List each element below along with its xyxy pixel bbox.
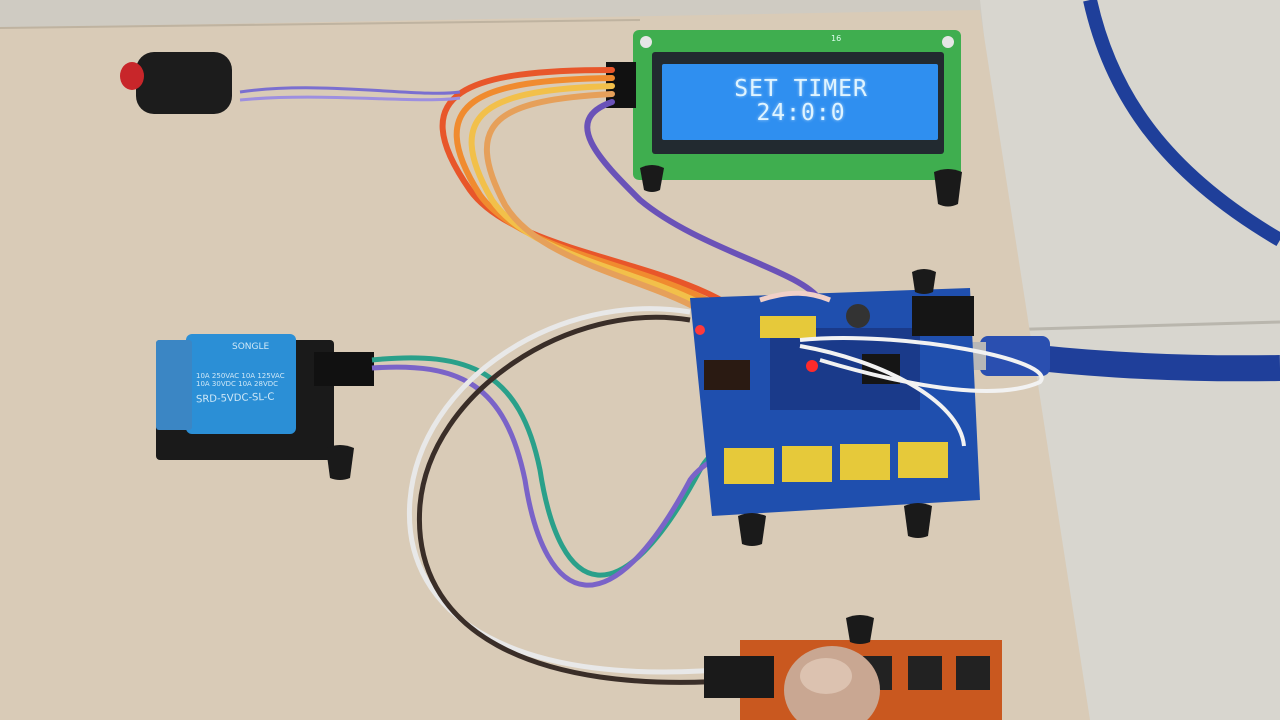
shield-standoff: [912, 269, 936, 294]
white-wire: [406, 306, 741, 675]
white-wire: [799, 344, 966, 447]
ribbon-wire: [468, 83, 747, 345]
lcd-standoff: [934, 169, 962, 207]
usb-connector: [980, 336, 1050, 376]
capacitor: [846, 304, 870, 328]
ribbon-wire: [483, 91, 739, 351]
ribbon-wire: [584, 99, 823, 303]
relay-spec-label: 10A 250VAC 10A 125VAC 10A 30VDC 10A 28VD…: [196, 372, 285, 388]
relay-standoff: [326, 445, 354, 480]
power-led: [806, 360, 818, 372]
ribbon-white-wire: [759, 290, 831, 303]
relay-terminal: [156, 340, 192, 430]
ribbon-wire: [439, 67, 763, 333]
yellow-header: [724, 448, 774, 484]
black-wire: [416, 314, 741, 685]
indicator-led: [695, 325, 705, 335]
lcd-silkscreen-label: 16: [831, 34, 842, 43]
relay-pin-header: [314, 352, 374, 386]
tact-switch: [956, 656, 990, 690]
ribbon-connector: [704, 360, 750, 390]
relay-module: [156, 334, 374, 460]
push-button-cap: [120, 62, 144, 90]
sensor-shield-board: [326, 269, 980, 546]
cardboard-base: [0, 10, 1090, 720]
usb-cable-top: [1083, 0, 1280, 247]
ribbon-wire: [453, 75, 755, 339]
wall-seam: [999, 320, 1280, 332]
lcd-standoff: [640, 165, 664, 192]
lcd-screen: [662, 64, 938, 140]
yellow-header: [760, 316, 816, 338]
ribbon-cable: [439, 67, 823, 351]
push-button-wire: [239, 95, 461, 102]
lcd-line-1: SET TIMER: [734, 76, 868, 102]
power-jack: [912, 296, 974, 336]
yellow-header: [898, 442, 948, 478]
lcd-mount-hole: [942, 36, 954, 48]
push-button-housing: [136, 52, 232, 114]
relay-brand-label: SONGLE: [232, 342, 270, 352]
relay-body: [186, 334, 296, 434]
lcd-line-2: 24:0:0: [756, 100, 846, 126]
board-standoff: [846, 615, 874, 644]
lcd-display-text: SET TIMER 24:0:0: [667, 70, 935, 132]
shield-standoff: [738, 513, 766, 546]
lcd-mount-hole: [640, 36, 652, 48]
button-pin-header: [704, 656, 774, 698]
fingernail: [800, 658, 852, 694]
cardboard-edge: [0, 19, 641, 29]
yellow-header: [782, 446, 832, 482]
push-button-component: [120, 52, 232, 114]
shield-standoff: [904, 503, 932, 538]
yellow-header: [840, 444, 890, 480]
tact-switch: [908, 656, 942, 690]
push-button-wire: [239, 86, 461, 95]
lcd-module: [606, 30, 962, 207]
